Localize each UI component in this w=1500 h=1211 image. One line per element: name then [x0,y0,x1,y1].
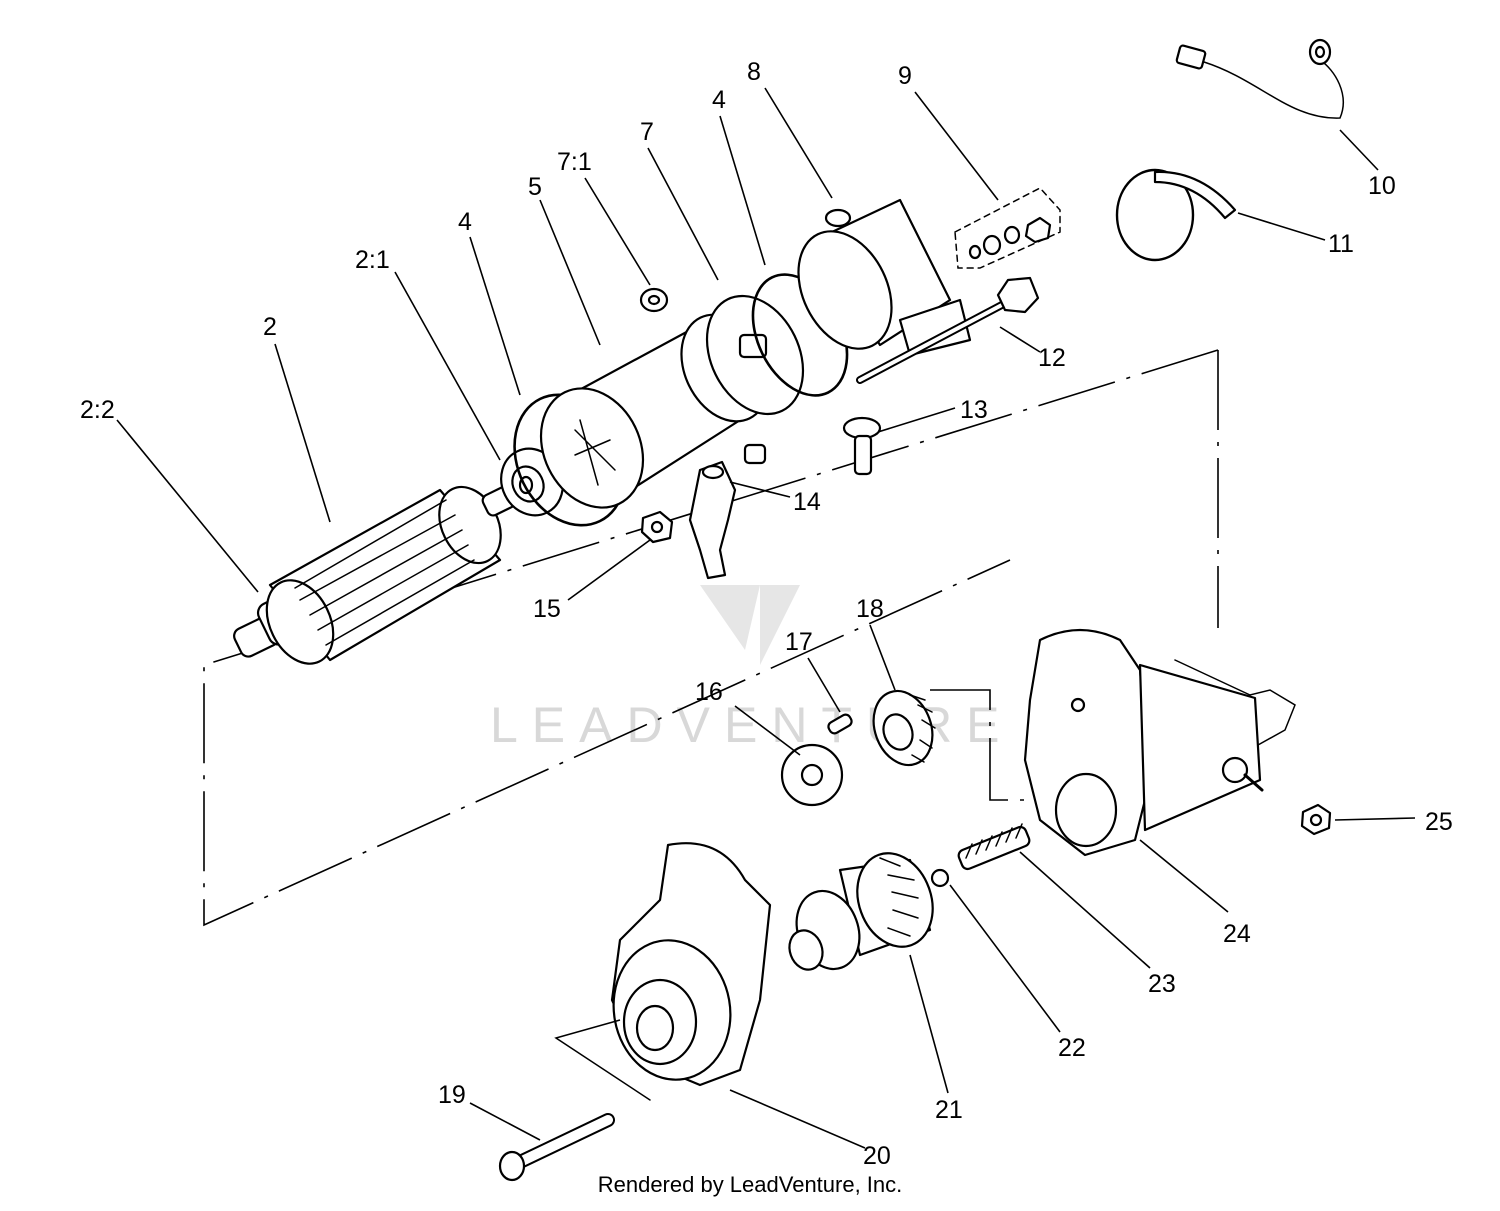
band [1115,168,1237,262]
callout-9: 9 [898,62,912,90]
callout-12: 12 [1038,344,1066,372]
callout-15: 15 [533,595,561,623]
callout-16: 16 [695,678,723,706]
callout-4-left: 4 [458,208,472,236]
callout-2: 2 [263,313,277,341]
callout-8: 8 [747,58,761,86]
idler-gear [872,689,936,767]
callout-2-2: 2:2 [80,396,115,424]
pinion-clutch [788,852,934,971]
nut-15 [640,510,674,544]
through-bolt [856,276,1040,384]
retainer [780,743,844,807]
callout-17: 17 [785,628,813,656]
credit-text: Rendered by LeadVenture, Inc. [597,1172,903,1197]
spring [957,823,1031,871]
callout-7: 7 [640,118,654,146]
callout-20: 20 [863,1142,891,1170]
nut-25 [1300,803,1332,836]
wire-lead [1175,38,1344,119]
watermark-text: LEADVENTURE [490,697,1014,753]
callout-13: 13 [960,396,988,424]
callout-19: 19 [438,1081,466,1109]
nut-washer-set [954,187,1061,269]
callout-2-1: 2:1 [355,246,390,274]
pin [827,713,853,735]
small-nut [639,287,669,313]
callout-24: 24 [1223,920,1251,948]
callout-22: 22 [1058,1034,1086,1062]
callout-23: 23 [1148,970,1176,998]
callout-4-right: 4 [712,86,726,114]
callouts: 2:2 2 2:1 4 5 7:1 7 4 8 9 10 11 12 13 14… [80,58,1453,1170]
rear-cover [797,198,972,357]
callout-7-1: 7:1 [557,148,592,176]
steel-ball [930,868,950,888]
callout-18: 18 [856,595,884,623]
lever [688,460,737,580]
callout-14: 14 [793,488,821,516]
magnetic-switch [1023,628,1296,857]
callout-5: 5 [528,173,542,201]
callout-11: 11 [1328,230,1354,258]
leader-lines [116,87,1416,1149]
callout-21: 21 [935,1096,963,1124]
bolt-19 [498,1113,615,1182]
armature [233,485,517,665]
housing [554,842,772,1101]
callout-25: 25 [1425,808,1453,836]
brush-holder [705,294,805,465]
callout-10: 10 [1368,172,1396,200]
screw [842,416,882,476]
